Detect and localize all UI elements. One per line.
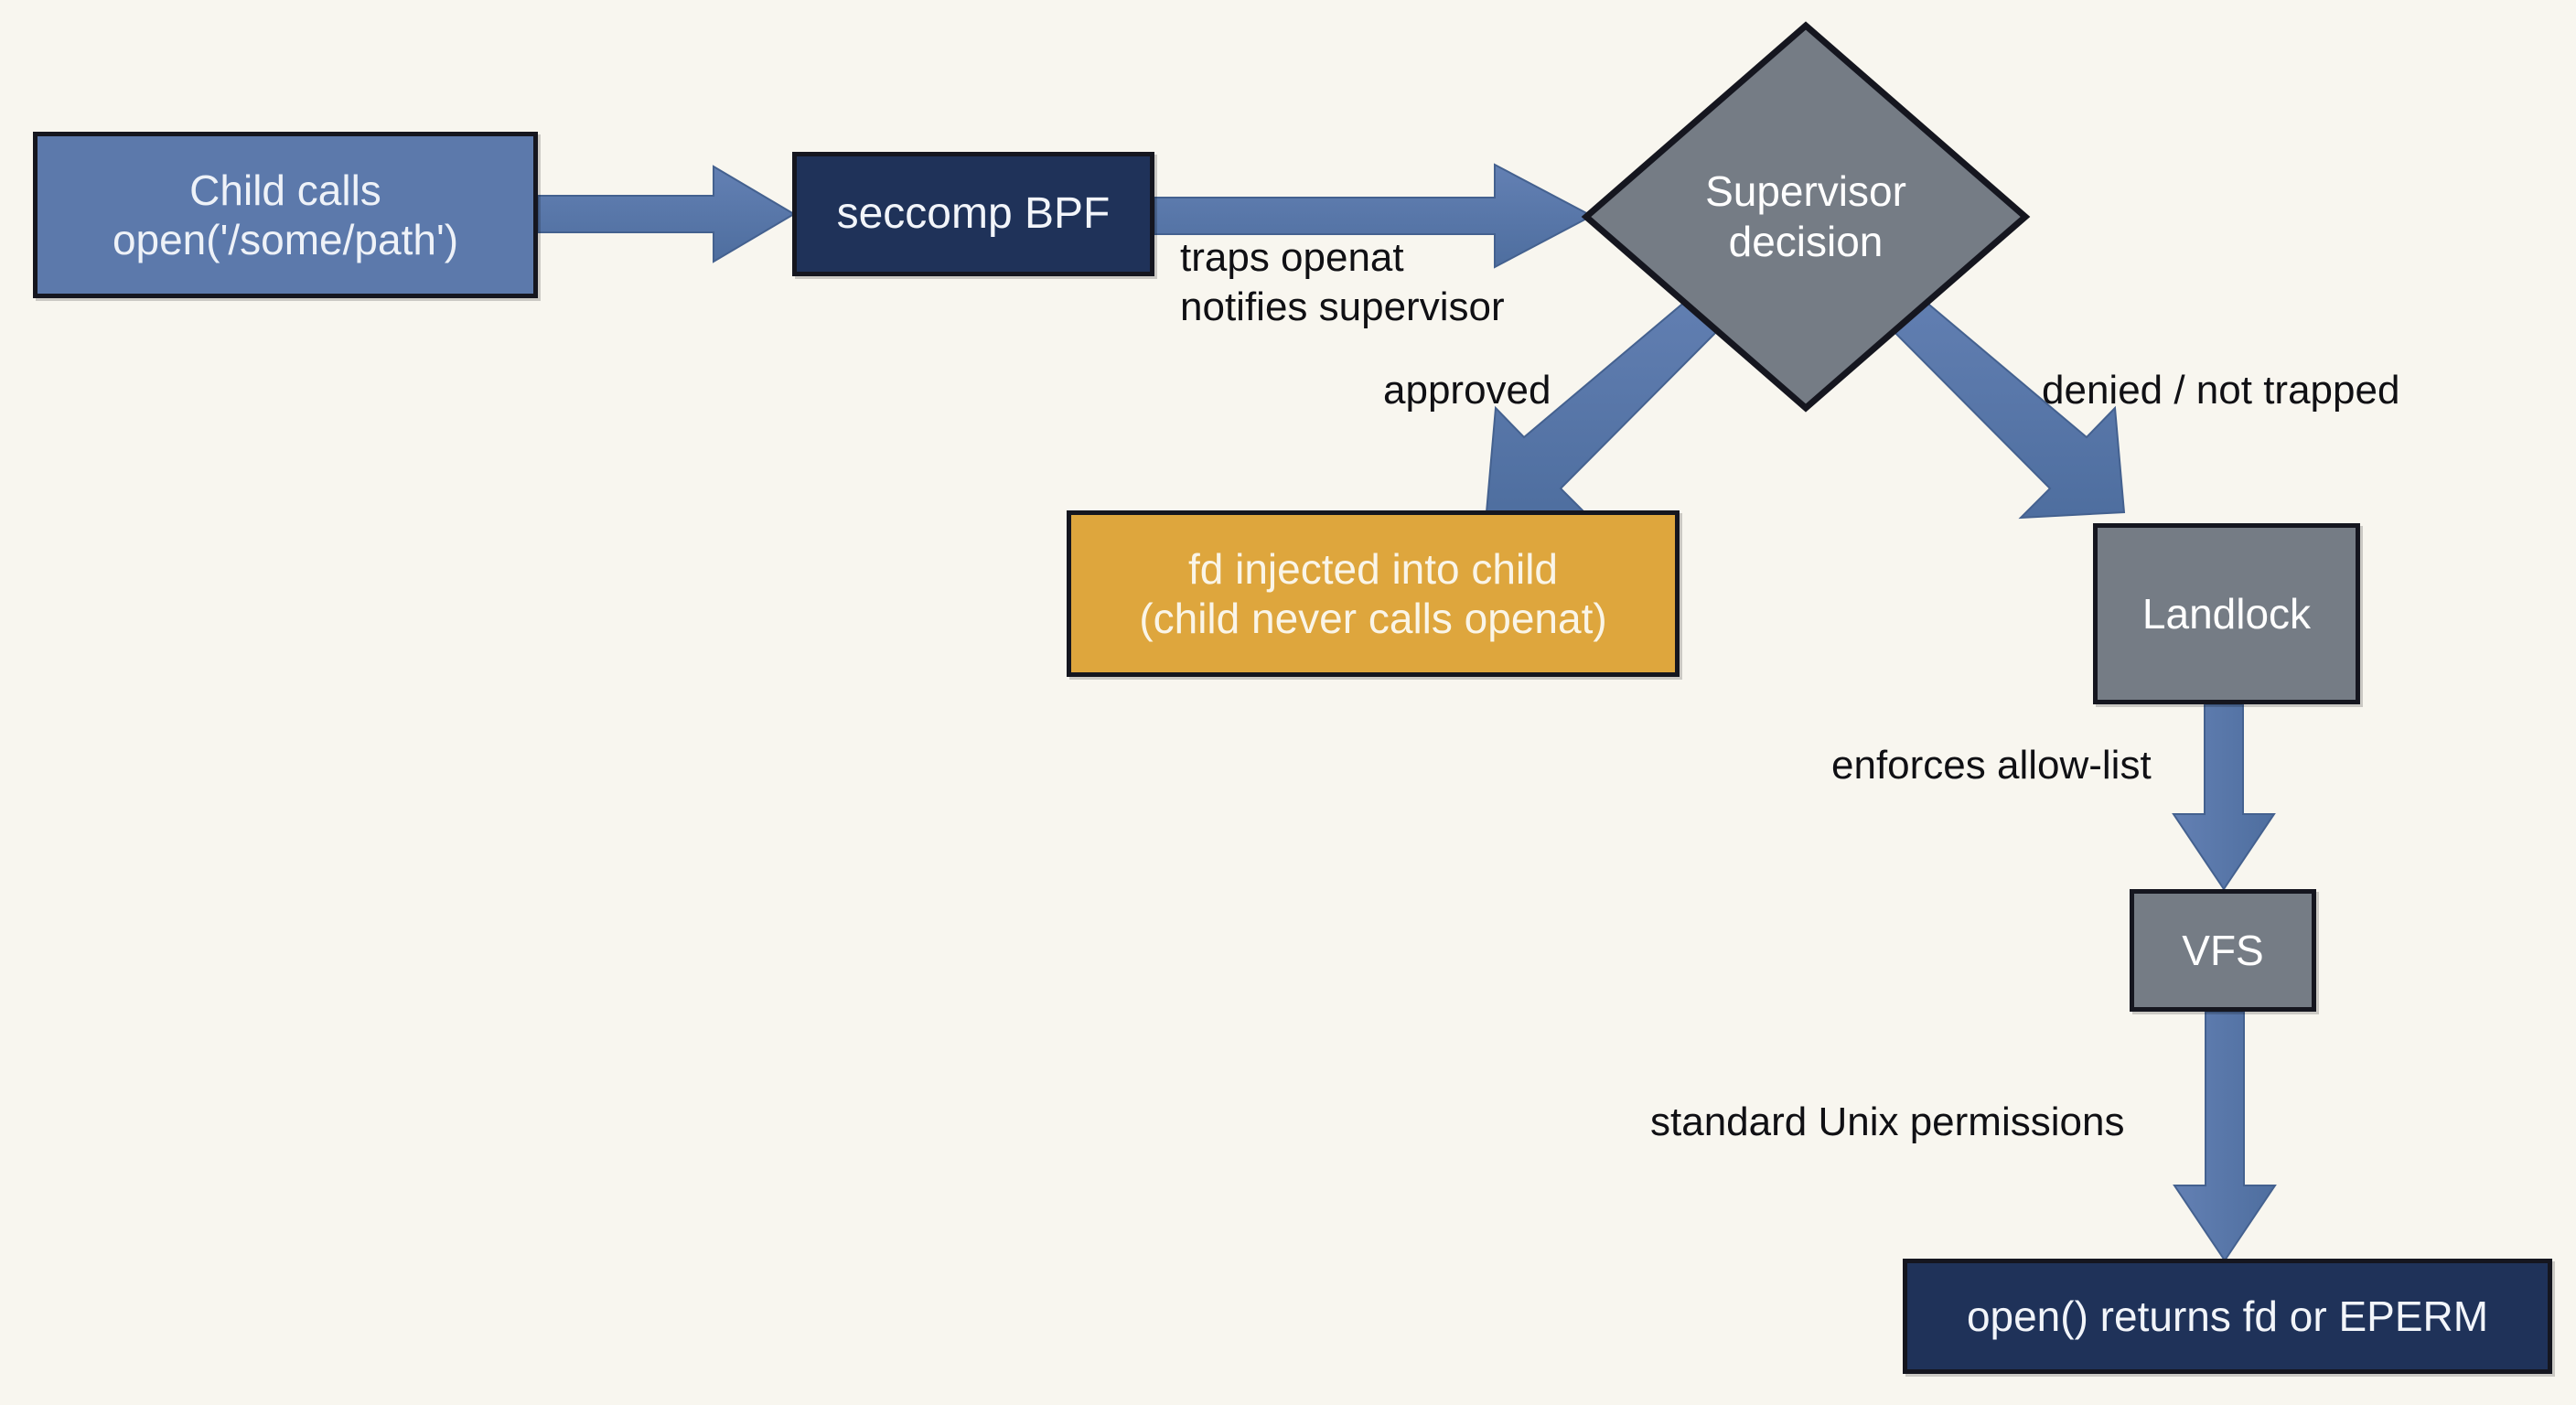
- node-seccomp-bpf-label: seccomp BPF: [836, 188, 1111, 238]
- node-vfs-label: VFS: [2182, 926, 2264, 974]
- node-fd-injected[interactable]: fd injected into child (child never call…: [1067, 510, 1680, 677]
- node-supervisor-decision[interactable]: Supervisor decision: [1581, 21, 2031, 413]
- node-vfs[interactable]: VFS: [2130, 889, 2316, 1012]
- node-seccomp-bpf[interactable]: seccomp BPF: [792, 152, 1154, 276]
- edge-label-standard-unix-permissions: standard Unix permissions: [1650, 1099, 2125, 1144]
- arrow-supervisor-to-landlock: [1872, 279, 2126, 520]
- arrow-vfs-to-open: [2173, 1011, 2277, 1262]
- node-landlock[interactable]: Landlock: [2093, 523, 2360, 704]
- arrow-child-to-seccomp: [537, 165, 796, 263]
- edge-label-enforces-allow-list: enforces allow-list: [1831, 743, 2152, 788]
- node-child-calls[interactable]: Child calls open('/some/path'): [33, 132, 538, 298]
- edge-label-denied: denied / not trapped: [2042, 368, 2400, 413]
- node-open-returns[interactable]: open() returns fd or EPERM: [1903, 1259, 2552, 1374]
- edge-label-traps-openat: traps openat notifies supervisor: [1180, 235, 1505, 329]
- node-landlock-label: Landlock: [2141, 589, 2312, 638]
- node-fd-injected-label: fd injected into child (child never call…: [1139, 544, 1607, 642]
- arrow-landlock-to-vfs: [2172, 703, 2276, 891]
- node-child-calls-label: Child calls open('/some/path'): [112, 166, 459, 263]
- node-open-returns-label: open() returns fd or EPERM: [1966, 1292, 2489, 1340]
- edge-label-approved: approved: [1383, 368, 1551, 413]
- arrow-seccomp-to-supervisor: [1154, 163, 1594, 269]
